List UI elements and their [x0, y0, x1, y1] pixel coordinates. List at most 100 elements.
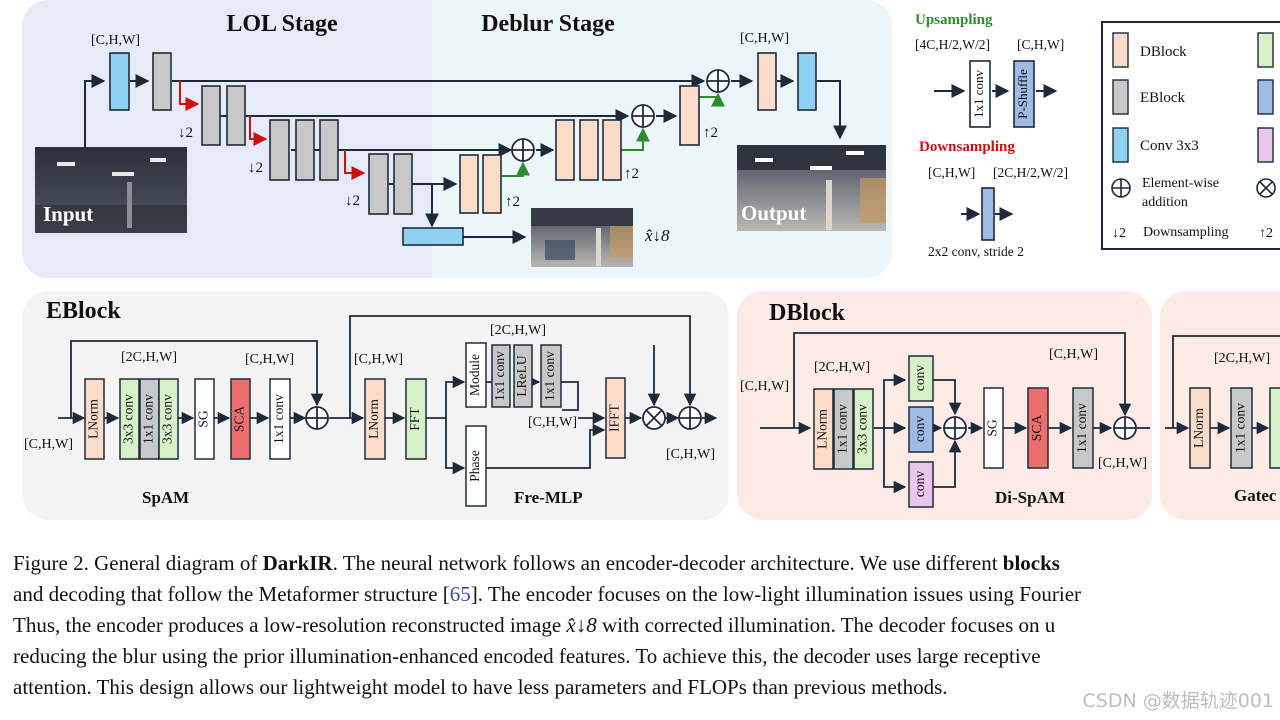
network-connections [84, 74, 847, 244]
eblock-conv3x3-2 [158, 378, 179, 460]
legend-dblock-swatch [1112, 32, 1129, 68]
legend-box [1101, 21, 1280, 250]
upsampling-output-dim: [C,H,W] [1017, 37, 1064, 52]
eblock-lnorm-1-label: LNorm [86, 399, 101, 439]
legend-green-swatch [1257, 32, 1274, 68]
caption-bold-text: blocks [1002, 551, 1060, 575]
eblock-conv1x1-2-label: 1x1 conv [271, 394, 286, 444]
eblock-spam-out-dim: [C,H,W] [245, 352, 294, 367]
caption-text: Thus, the encoder produces a low-resolut… [13, 613, 567, 637]
eblock-level3-c [319, 119, 339, 181]
dblock-addition-2-icon [1113, 416, 1137, 440]
eblock-lnorm-1 [84, 378, 105, 460]
dblock-title: DBlock [769, 300, 846, 326]
eblock-lrelu [513, 344, 533, 408]
eblock-ifft [605, 377, 626, 459]
upsampling-title: Upsampling [915, 12, 993, 28]
gated-conv1x1 [1230, 387, 1253, 469]
low-res-image [531, 208, 633, 267]
citation-link[interactable]: 65 [449, 582, 471, 606]
eblock-conv1x1-1-label: 1x1 conv [141, 394, 156, 444]
eblock-sg-1-label: SG [196, 410, 211, 428]
caption-model-name: DarkIR [262, 551, 333, 575]
dblock-dilated-conv-blue [908, 406, 934, 453]
eblock-mid-dim: [C,H,W] [528, 415, 577, 430]
output-dim-label: [C,H,W] [740, 31, 789, 46]
network-blocks [109, 52, 817, 246]
legend-up-symbol: ↑2 [1259, 226, 1273, 241]
legend: DBlock EBlock Conv 3x3 Element-wise addi… [1101, 21, 1280, 250]
eblock-addition-1-icon [305, 406, 329, 430]
eblock-title: EBlock [46, 298, 121, 324]
legend-conv-label: Conv 3x3 [1140, 138, 1199, 154]
eblock-sca-1-label: SCA [232, 406, 247, 433]
legend-down-symbol: ↓2 [1112, 226, 1126, 241]
caption-text: and decoding that follow the Metaformer … [13, 582, 450, 606]
dispam-label: Di-SpAM [995, 488, 1065, 507]
dblock-level3-a [555, 119, 575, 181]
input-conv-block [109, 52, 130, 111]
legend-addition-icon [1111, 178, 1131, 198]
spam-label: SpAM [142, 488, 189, 507]
eblock-level4-a [368, 153, 389, 215]
pixel-shuffle-label: P-Shuffle [1015, 69, 1030, 119]
dblock-level4-b [482, 154, 502, 214]
down-label-1: ↓2 [178, 125, 193, 141]
eblock-module-label: Module [467, 354, 482, 396]
down-label-2: ↓2 [248, 160, 263, 176]
eblock-conv3x3-1-label: 3x3 conv [121, 394, 136, 444]
eblock-addition-2-icon [678, 406, 702, 430]
gated-cut-block [1269, 387, 1280, 469]
eblock-module-dim: [2C,H,W] [490, 323, 546, 338]
eblock-phase-label: Phase [467, 450, 482, 482]
dblock-output-dim: [C,H,W] [1098, 456, 1147, 471]
caption-text: Figure 2. General diagram of [13, 551, 263, 575]
caption-line-1: Figure 2. General diagram of DarkIR. The… [13, 548, 1280, 579]
dblock-input-dim: [C,H,W] [740, 379, 789, 394]
eblock-conv3x3-2-label: 3x3 conv [160, 394, 175, 444]
dblock-panel: DBlock Di-SpAM [C,H,W] [2C,H,W] [C,H,W] … [737, 291, 1152, 520]
dblock-level3-c [602, 119, 622, 181]
lol-stage-title: LOL Stage [226, 11, 338, 37]
downsampling-output-dim: [2C,H/2,W/2] [993, 165, 1068, 180]
downsampling-arrows [179, 81, 366, 180]
input-dim-label: [C,H,W] [91, 33, 140, 48]
dblock-sg-label: SG [985, 419, 1000, 437]
eblock-fft-label: FFT [407, 407, 422, 431]
eblock-level3-a [269, 119, 290, 181]
sampling-inset: Upsampling [4C,H/2,W/2] [C,H,W] 1x1 conv… [915, 12, 1068, 259]
dblock-dilated-conv-green-label: conv [912, 365, 927, 391]
eblock-level4-b [393, 153, 413, 215]
legend-addition-line2: addition [1142, 195, 1188, 210]
dblock-conv1x1-2-label: 1x1 conv [1074, 403, 1089, 453]
eblock-sg-1 [194, 378, 215, 460]
output-label: Output [741, 201, 806, 225]
dblock-dilated-conv-pink-label: conv [912, 471, 927, 497]
eblock-input-dim: [C,H,W] [24, 437, 73, 452]
eblock-fft [405, 378, 427, 460]
output-conv-block [797, 52, 817, 111]
upsampling-conv-label: 1x1 conv [971, 69, 986, 118]
caption-line-5: attention. This design allows our lightw… [13, 675, 948, 699]
eblock-fre-conv1x1-1-label: 1x1 conv [492, 351, 507, 401]
eblock-lnorm-2-label: LNorm [366, 399, 381, 439]
up-label-1: ↑2 [505, 194, 520, 210]
eblock-sca-1 [230, 378, 251, 460]
gated-lnorm-label: LNorm [1191, 408, 1206, 448]
fremlp-label: Fre-MLP [514, 488, 583, 507]
output-image: Output [737, 145, 886, 231]
gated-title-partial: Gatec [1234, 486, 1277, 505]
addition-level4-icon [511, 138, 535, 162]
dblock-level3-b [579, 119, 599, 181]
legend-downsampling-label: Downsampling [1143, 225, 1229, 240]
dblock-level1 [757, 52, 777, 111]
eblock-level1 [152, 52, 172, 111]
eblock-spam-dim: [2C,H,W] [121, 350, 177, 365]
eblock-phase [465, 425, 487, 507]
low-res-label: x̂↓8 [644, 226, 670, 245]
eblock-panel: EBlock SpAM Fre-MLP [C [22, 291, 729, 520]
eblock-lnorm-2 [364, 378, 386, 460]
dblock-top-dim: [C,H,W] [1049, 347, 1098, 362]
gated-lnorm [1189, 387, 1211, 469]
upsampling-input-dim: [4C,H/2,W/2] [915, 37, 990, 52]
